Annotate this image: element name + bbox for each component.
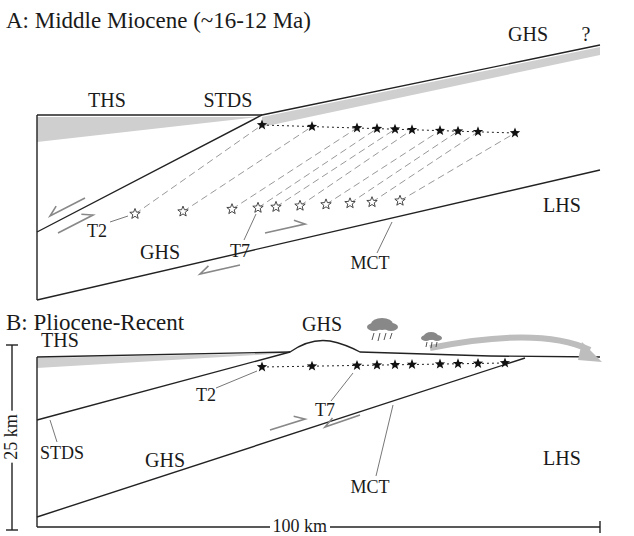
- leader-line: [331, 373, 353, 401]
- fault-label: STDS: [204, 89, 253, 111]
- panel-b: [6, 318, 602, 533]
- unit-label: GHS: [508, 23, 548, 45]
- leader-line: [110, 216, 128, 222]
- grey-layer: [262, 47, 600, 127]
- erosion-arrowhead: [578, 342, 602, 362]
- grey-layer: [37, 353, 290, 368]
- leader-line: [216, 371, 257, 388]
- panel-a: [37, 45, 600, 300]
- surface-line: [37, 114, 262, 115]
- fault-label: MCT: [351, 478, 390, 498]
- leader-line: [377, 222, 392, 253]
- mct-line: [37, 358, 525, 517]
- unit-label: GHS: [140, 241, 180, 263]
- leader-line: [50, 420, 57, 442]
- frame-line: [36, 357, 37, 527]
- fault-label: MCT: [351, 254, 390, 274]
- mct-line: [37, 170, 600, 300]
- surface-line: [37, 340, 600, 357]
- fault-label: STDS: [40, 444, 84, 464]
- erosion-arrow: [430, 337, 590, 350]
- grey-layer: [37, 117, 258, 142]
- rain-cloud: [367, 318, 442, 341]
- stds-line: [37, 45, 600, 232]
- unit-label: LHS: [543, 194, 581, 216]
- frame-line: [36, 115, 37, 300]
- panel-title: A: Middle Miocene (~16-12 Ma): [6, 8, 311, 33]
- transect-label: T7: [315, 401, 335, 421]
- unit-label: LHS: [543, 447, 581, 469]
- unit-label: GHS: [302, 313, 342, 335]
- leader-line: [244, 214, 256, 240]
- transect-label: T2: [196, 386, 216, 406]
- transect-label: T2: [87, 222, 107, 242]
- stars: [130, 120, 520, 372]
- scale-label: 100 km: [270, 517, 331, 536]
- scale-tick: [6, 344, 18, 345]
- trajectories: [135, 125, 515, 367]
- rain: [372, 333, 437, 348]
- transect-label: T7: [230, 242, 250, 262]
- leader-line: [376, 405, 393, 476]
- query-mark: ?: [582, 23, 591, 45]
- unit-label: THS: [88, 89, 126, 111]
- scale-label: 25 km: [2, 411, 22, 463]
- scale-tick: [599, 521, 600, 533]
- unit-label: THS: [41, 329, 79, 351]
- panel-title: B: Pliocene-Recent: [6, 310, 184, 335]
- unit-label: GHS: [145, 449, 185, 471]
- scale-tick: [6, 529, 18, 530]
- stds-line: [37, 352, 290, 420]
